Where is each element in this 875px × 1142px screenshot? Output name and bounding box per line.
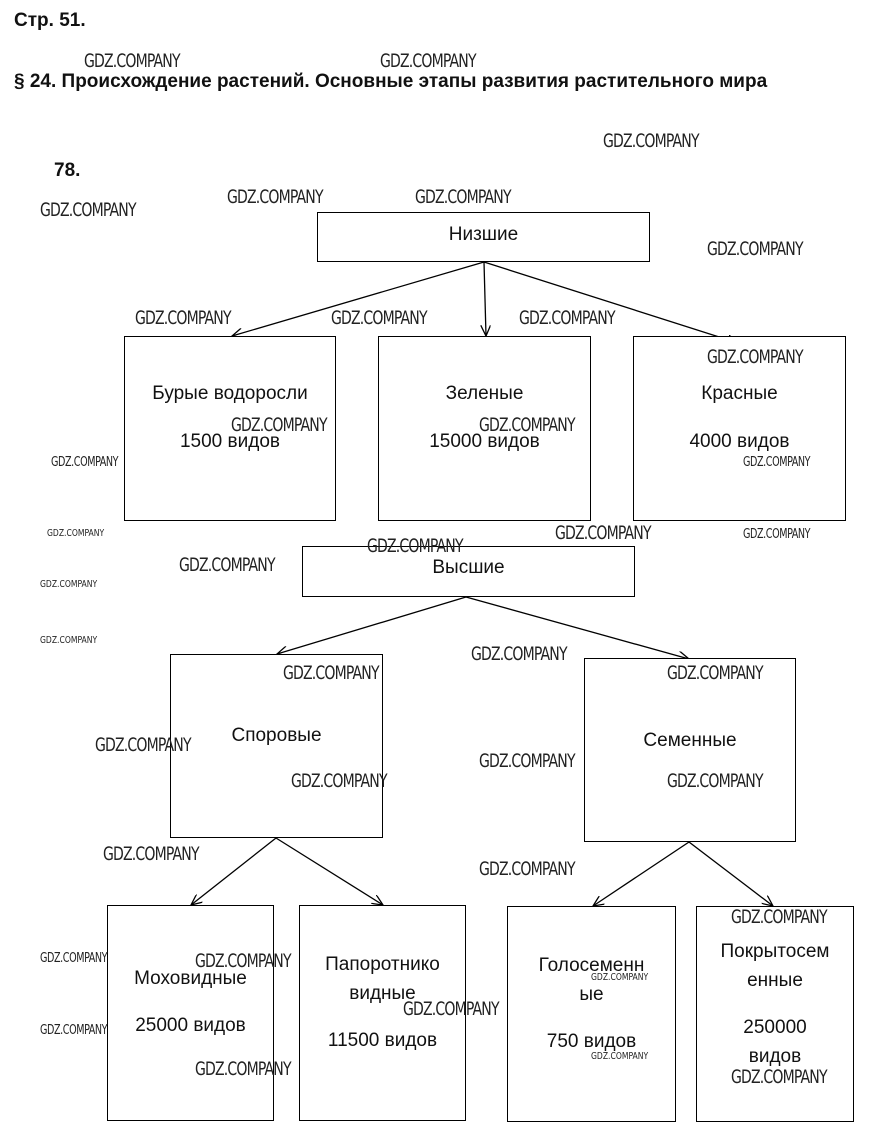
arrow-higher-to-spore [277, 596, 467, 654]
task-number: 78. [54, 160, 81, 181]
arrow-seed-to-gymno [593, 841, 690, 906]
node-lower-plants: Низшие [317, 212, 650, 262]
node-green-algae: Зеленые 15000 видов [378, 336, 591, 521]
species-count: 11500 видов [327, 1030, 438, 1051]
section-heading: § 24. Происхождение растений. Основные э… [14, 71, 768, 92]
arrow-spore-to-fern [275, 837, 383, 905]
node-mosses: Моховидные 25000 видов [107, 905, 274, 1121]
arrow-lower-to-red [483, 261, 738, 343]
group-name-line2: видные [349, 983, 416, 1004]
group-name-line2: енные [747, 970, 803, 991]
species-count: 1500 видов [179, 431, 280, 452]
node-seed-plants: Семенные [584, 658, 796, 842]
species-count: 15000 видов [429, 431, 540, 452]
page-number: Стр. 51. [14, 10, 86, 31]
node-gymnosperms: Голосеменн ые 750 видов [507, 906, 676, 1122]
species-count-line2: видов [748, 1046, 802, 1067]
node-spore-plants: Споровые [170, 654, 383, 838]
node-title: Высшие [432, 557, 505, 578]
arrow-higher-to-seed [465, 596, 689, 659]
group-name: Красные [701, 383, 778, 404]
node-title: Низшие [448, 224, 519, 245]
node-higher-plants: Высшие [302, 546, 635, 597]
species-count: 25000 видов [135, 1015, 246, 1036]
species-count: 4000 видов [689, 431, 790, 452]
group-name: Зеленые [445, 383, 524, 404]
species-count-line1: 250000 [743, 1017, 807, 1038]
arrow-spore-to-moss [191, 837, 277, 905]
node-ferns: Папоротнико видные 11500 видов [299, 905, 466, 1121]
group-name: Моховидные [134, 968, 247, 989]
arrow-seed-to-angio [688, 841, 773, 906]
arrow-lower-to-brown [232, 261, 485, 336]
arrow-lower-to-green [484, 261, 486, 336]
node-title: Споровые [231, 725, 322, 746]
node-angiosperms: Покрытосем енные 250000 видов [696, 906, 854, 1122]
group-name: Бурые водоросли [152, 383, 308, 404]
node-title: Семенные [643, 730, 737, 751]
species-count: 750 видов [546, 1031, 637, 1052]
node-red-algae: Красные 4000 видов [633, 336, 846, 521]
group-name-line1: Папоротнико [325, 954, 440, 975]
node-brown-algae: Бурые водоросли 1500 видов [124, 336, 336, 521]
group-name-line2: ые [579, 984, 604, 1005]
group-name-line1: Покрытосем [720, 941, 830, 962]
group-name-line1: Голосеменн [538, 955, 645, 976]
